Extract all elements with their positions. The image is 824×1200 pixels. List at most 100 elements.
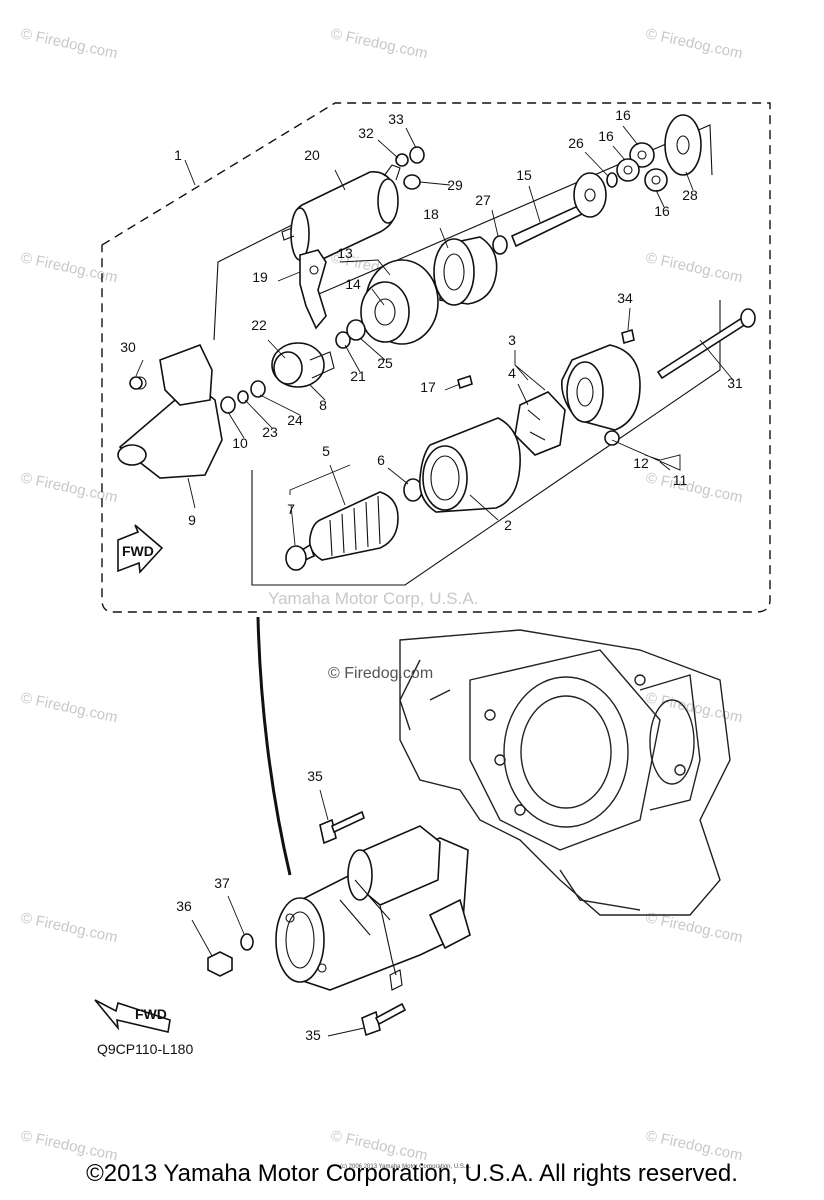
pinion-gear-part xyxy=(271,342,335,388)
callout-26: 26 xyxy=(568,135,584,151)
screw-34-part xyxy=(621,328,635,345)
watermark-text: © Firedog.com xyxy=(19,249,119,286)
callout-3: 3 xyxy=(508,332,516,348)
watermark-text: © Firedog.com xyxy=(19,689,119,726)
callout-32: 32 xyxy=(358,125,374,141)
watermark-text: © Firedog.com xyxy=(329,1127,429,1164)
solenoid-part xyxy=(281,164,401,265)
watermark-text: © Firedog.com xyxy=(644,25,744,62)
drive-housing-part xyxy=(117,343,223,479)
bearing-7-part xyxy=(285,545,307,571)
washer-25-part xyxy=(346,319,366,341)
watermark-text: © Firedog.com xyxy=(644,249,744,286)
callout-7: 7 xyxy=(287,501,295,517)
callout-10: 10 xyxy=(232,435,248,451)
shaft-part xyxy=(510,172,607,248)
callout-28: 28 xyxy=(682,187,698,203)
small-nuts-part xyxy=(395,146,425,190)
bolt-35-upper-part xyxy=(319,810,365,845)
leader-lines xyxy=(135,125,734,1037)
through-bolt-part xyxy=(656,308,756,380)
plate-28-part xyxy=(664,114,702,176)
copyright-footer: ©2013 Yamaha Motor Corporation, U.S.A. A… xyxy=(86,1160,738,1187)
assembly-boundary xyxy=(101,102,771,613)
callout-14: 14 xyxy=(345,276,361,292)
callout-20: 20 xyxy=(304,147,320,163)
callout-36: 36 xyxy=(176,898,192,914)
callout-19: 19 xyxy=(252,269,268,285)
washer-26-part xyxy=(606,172,618,188)
callout-34: 34 xyxy=(617,290,633,306)
callout-6: 6 xyxy=(377,452,385,468)
callout-4: 4 xyxy=(508,365,516,381)
watermark-text: © Firedog.com xyxy=(644,1127,744,1164)
engine-block-outline xyxy=(399,629,731,916)
watermark-text: © Firedog.com xyxy=(19,909,119,946)
nut-36-part xyxy=(207,951,233,977)
callout-35: 35 xyxy=(305,1027,321,1043)
armature-part xyxy=(301,491,399,562)
assembly-leader-line xyxy=(256,616,292,876)
callout-23: 23 xyxy=(262,424,278,440)
callout-12: 12 xyxy=(633,455,649,471)
callout-33: 33 xyxy=(388,111,404,127)
screw-17-part xyxy=(457,374,473,390)
callout-16: 16 xyxy=(654,203,670,219)
retainer-parts xyxy=(220,380,266,414)
callout-2: 2 xyxy=(504,517,512,533)
callout-1: 1 xyxy=(174,147,182,163)
fwd-arrow-bottom xyxy=(94,999,171,1033)
planet-gears-part xyxy=(616,142,668,192)
callout-35: 35 xyxy=(307,768,323,784)
callout-30: 30 xyxy=(120,339,136,355)
callout-27: 27 xyxy=(475,192,491,208)
brush-holder-part xyxy=(514,391,566,456)
housing-part xyxy=(433,236,498,306)
tiny-notice: (c) 2006 2013 Yamaha Motor Corporation, … xyxy=(340,1164,472,1170)
end-cover-part xyxy=(561,344,641,431)
washer-37-part xyxy=(240,933,254,951)
callout-13: 13 xyxy=(337,245,353,261)
callout-31: 31 xyxy=(727,375,743,391)
diagram-code: Q9CP110-L180 xyxy=(97,1041,193,1057)
bolt-35-lower-part xyxy=(361,1002,407,1037)
nut-30-part xyxy=(129,376,143,390)
grommet-12-part xyxy=(604,430,620,446)
yoke-part xyxy=(360,259,439,345)
callout-22: 22 xyxy=(251,317,267,333)
callout-37: 37 xyxy=(214,875,230,891)
watermark-text: © Firedog.com xyxy=(644,469,744,506)
callout-9: 9 xyxy=(188,512,196,528)
watermark-text: © Firedog.com xyxy=(329,25,429,62)
callout-layer: 1234567891011121314151616161718192021222… xyxy=(120,107,743,1043)
washer-27-part xyxy=(492,235,508,255)
fwd-label-bottom: FWD xyxy=(135,1006,167,1022)
fwd-label-top: FWD xyxy=(122,543,154,559)
fwd-arrow-top xyxy=(117,524,164,574)
sub-boundary xyxy=(213,221,299,341)
callout-25: 25 xyxy=(377,355,393,371)
watermark-text: © Firedog.com xyxy=(19,1127,119,1164)
callout-5: 5 xyxy=(322,443,330,459)
housing-frame xyxy=(304,124,713,301)
callout-24: 24 xyxy=(287,412,303,428)
callout-18: 18 xyxy=(423,206,439,222)
watermark-text: © Firedog.com xyxy=(19,25,119,62)
armature-frame xyxy=(251,300,721,586)
callout-16: 16 xyxy=(615,107,631,123)
callout-8: 8 xyxy=(319,397,327,413)
watermark-text: © Firedog.com xyxy=(19,469,119,506)
callout-17: 17 xyxy=(420,379,436,395)
center-watermark: © Firedog.com xyxy=(328,665,433,682)
callout-11: 11 xyxy=(673,472,688,488)
callout-29: 29 xyxy=(447,177,463,193)
credit-watermark: Yamaha Motor Corp, U.S.A. xyxy=(268,589,478,608)
callout-16: 16 xyxy=(598,128,614,144)
assembled-starter xyxy=(275,825,471,991)
field-frame-part xyxy=(419,417,521,513)
callout-15: 15 xyxy=(516,167,532,183)
washer-21-part xyxy=(335,331,351,349)
callout-21: 21 xyxy=(350,368,366,384)
